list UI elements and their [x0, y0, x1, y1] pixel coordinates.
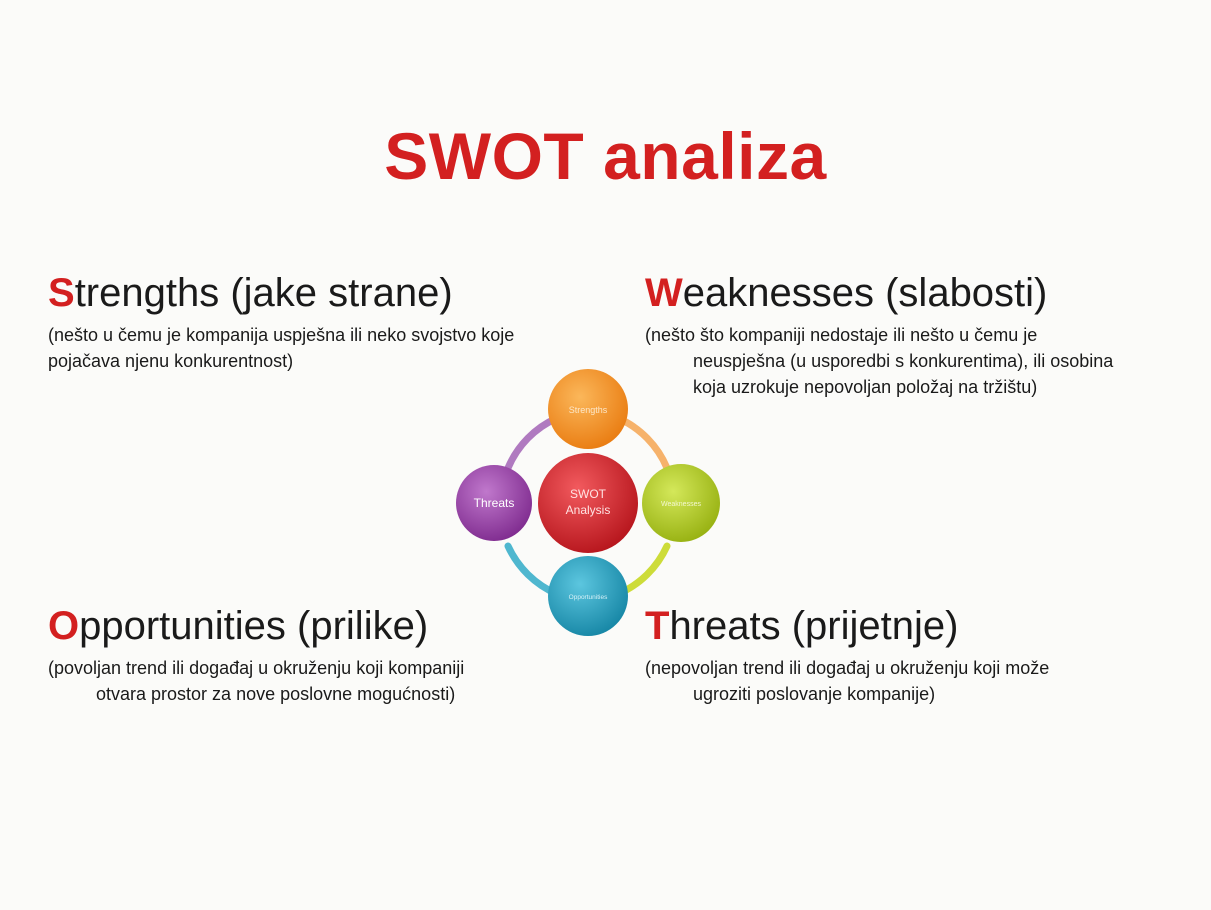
strengths-initial: S	[48, 271, 75, 315]
weaknesses-heading: Weaknesses (slabosti)	[645, 273, 1047, 313]
arc-strengths-weaknesses	[614, 414, 671, 472]
threats-initial: T	[645, 604, 670, 648]
opportunities-heading-text: pportunities (prilike)	[79, 604, 429, 648]
opportunities-node-label: Opportunities	[569, 594, 608, 601]
slide-title: SWOT analiza	[384, 119, 827, 193]
weaknesses-description: (nešto što kompaniji nedostaje ili nešto…	[645, 322, 1113, 400]
swot-cycle-diagram: Strengths Weaknesses Opportunities Threa…	[456, 369, 720, 636]
opportunities-description-line: (povoljan trend ili događaj u okruženju …	[48, 658, 465, 678]
threats-heading: Threats (prijetnje)	[645, 606, 958, 646]
opportunities-heading: Opportunities (prilike)	[48, 606, 428, 646]
threats-node-label: Threats	[474, 496, 515, 510]
opportunities-description: (povoljan trend ili događaj u okruženju …	[48, 655, 464, 707]
strengths-node: Strengths	[548, 369, 628, 449]
opportunities-description-line: otvara prostor za nove poslovne mogućnos…	[96, 684, 456, 704]
threats-description: (nepovoljan trend ili događaj u okruženj…	[645, 655, 1049, 707]
strengths-heading-text: trengths (jake strane)	[74, 271, 453, 315]
strengths-description: (nešto u čemu je kompanija uspješna ili …	[48, 322, 514, 374]
weaknesses-description-line: (nešto što kompaniji nedostaje ili nešto…	[645, 325, 1038, 345]
strengths-node-label: Strengths	[569, 405, 608, 415]
opportunities-initial: O	[48, 604, 80, 648]
weaknesses-description-line: neuspješna (u usporedbi s konkurentima),…	[693, 351, 1114, 371]
center-label-line2: Analysis	[566, 503, 611, 517]
weaknesses-initial: W	[645, 271, 683, 315]
strengths-description-line: (nešto u čemu je kompanija uspješna ili …	[48, 325, 515, 345]
opportunities-node: Opportunities	[548, 556, 628, 636]
center-label-line1: SWOT	[570, 487, 607, 501]
weaknesses-description-line: koja uzrokuje nepovoljan položaj na trži…	[693, 377, 1038, 397]
threats-heading-text: hreats (prijetnje)	[669, 604, 959, 648]
strengths-description-line: pojačava njenu konkurentnost)	[48, 351, 294, 371]
weaknesses-node-label: Weaknesses	[661, 501, 701, 508]
threats-description-line: ugroziti poslovanje kompanije)	[693, 684, 936, 704]
swot-center-node: SWOT Analysis	[538, 453, 638, 553]
weaknesses-node: Weaknesses	[642, 464, 720, 542]
threats-description-line: (nepovoljan trend ili događaj u okruženj…	[645, 658, 1050, 678]
weaknesses-heading-text: eaknesses (slabosti)	[682, 271, 1048, 315]
arc-threats-strengths	[504, 414, 561, 472]
strengths-heading: Strengths (jake strane)	[48, 273, 453, 313]
threats-node: Threats	[456, 465, 532, 541]
